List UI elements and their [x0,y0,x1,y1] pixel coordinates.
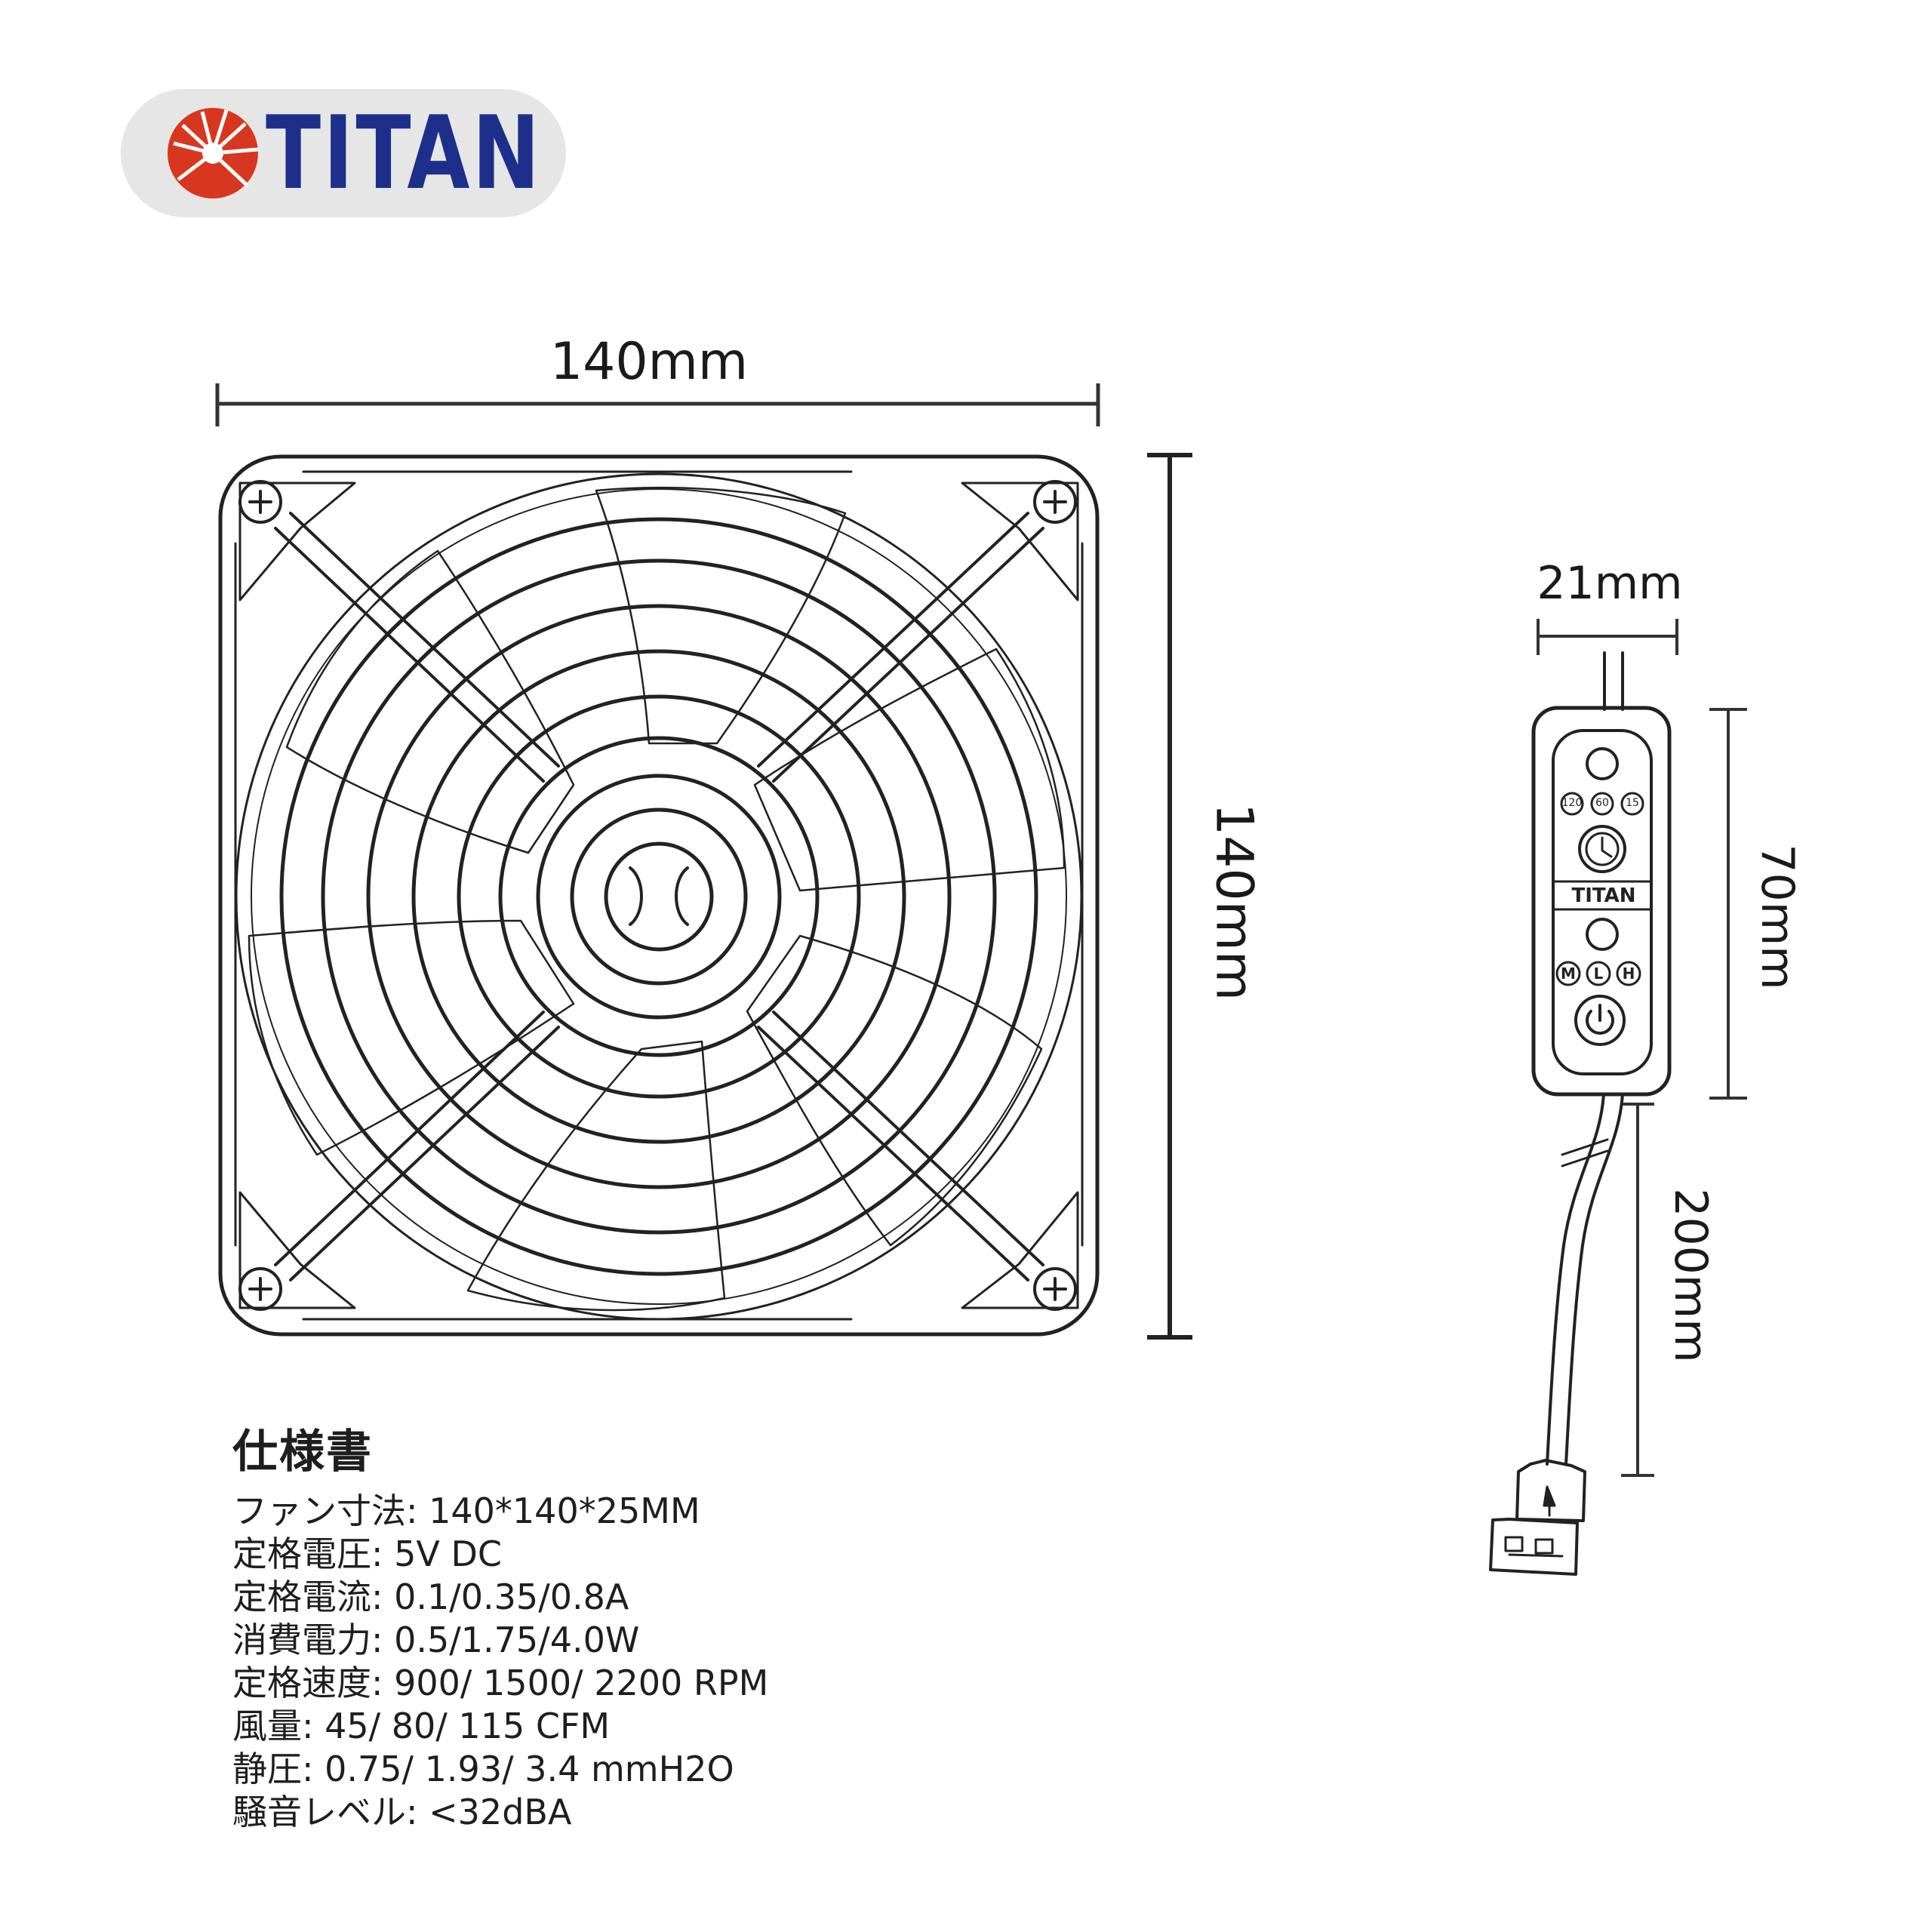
power-icon [1574,995,1626,1046]
speed-button-l-label: L [1593,964,1604,983]
cable-length-label: 200mm [1664,1188,1717,1363]
spec-item: ファン寸法: 140*140*25MM [232,1491,700,1531]
spec-item: 風量: 45/ 80/ 115 CFM [232,1706,611,1746]
cable-length-dimension-line [1621,1103,1654,1477]
case-fan-icon [218,454,1100,1337]
timer-button-15-label: 15 [1626,797,1639,809]
controller-brand-label: TITAN [1571,884,1636,907]
spec-item: 定格電圧: 5V DC [232,1534,503,1574]
spec-item: 消費電力: 0.5/1.75/4.0W [232,1620,640,1660]
fan-height-label: 140mm [1204,802,1264,1001]
fan-width-label: 140mm [549,332,749,392]
controller-height-label: 70mm [1751,844,1804,990]
spec-item: 定格電流: 0.1/0.35/0.8A [232,1577,629,1617]
clock-icon [1578,825,1626,873]
controller-width-label: 21mm [1537,557,1683,610]
titan-logo: TITAN [121,89,566,217]
fan-emblem-icon [168,108,259,198]
spec-title: 仕様書 [232,1426,373,1478]
spec-item: 騒音レベル: <32dBA [232,1792,572,1832]
brand-wordmark: TITAN [266,94,543,212]
timer-button-60-label: 60 [1595,797,1609,809]
screw-icon [238,480,1077,1311]
timer-button-120-label: 120 [1561,797,1583,809]
fan-width-dimension-line [215,383,1100,426]
spec-sheet: 仕様書 ファン寸法: 140*140*25MM 定格電圧: 5V DC 定格電流… [232,1415,768,1834]
controller-height-dimension-line [1709,708,1747,1100]
fan-height-dimension-line [1147,453,1192,1340]
speed-button-m-label: M [1561,964,1576,983]
spec-list: ファン寸法: 140*140*25MM 定格電圧: 5V DC 定格電流: 0.… [232,1490,768,1834]
controller-width-dimension-line [1537,619,1678,655]
usb-plug-icon [1489,1459,1586,1576]
spec-item: 静圧: 0.75/ 1.93/ 3.4 mmH2O [232,1749,734,1789]
spec-item: 定格速度: 900/ 1500/ 2200 RPM [232,1663,769,1703]
usb-speed-controller-icon [1489,651,1672,1576]
speed-button-h-label: H [1622,964,1635,983]
